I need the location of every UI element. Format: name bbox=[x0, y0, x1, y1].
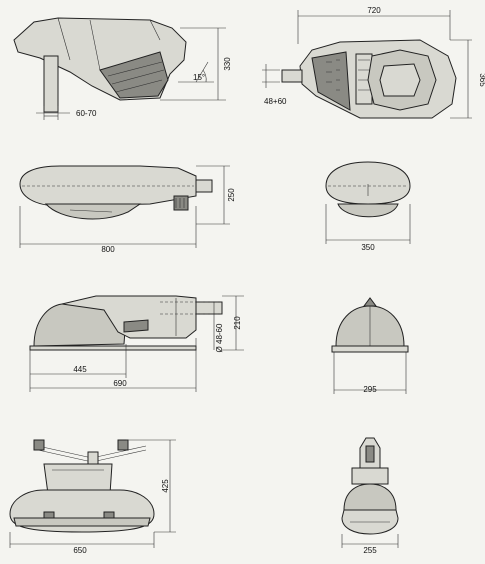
drawing-side-view bbox=[19, 165, 230, 248]
dim-bottom-front-height: 425 bbox=[161, 479, 170, 493]
drawing-front-view bbox=[9, 439, 176, 548]
dim-top-side-arm: 60-70 bbox=[76, 109, 97, 118]
dim-mid-side-height: 250 bbox=[227, 188, 236, 202]
dim-mid-side-length: 800 bbox=[101, 245, 115, 254]
drawing-side-view-tube bbox=[29, 295, 244, 392]
dim-top-plan-arm: 48+60 bbox=[264, 97, 287, 106]
dim-third-side-bore: Ø 48-60 bbox=[215, 323, 224, 352]
dim-third-end-width: 295 bbox=[363, 385, 377, 394]
drawing-end-view bbox=[325, 161, 411, 244]
dim-mid-end-width: 350 bbox=[361, 243, 375, 252]
dim-third-side-height: 210 bbox=[233, 316, 242, 330]
dim-bottom-side-width: 255 bbox=[363, 546, 377, 555]
dim-top-side-height: 330 bbox=[223, 57, 232, 71]
drawing-side-tilted bbox=[13, 17, 226, 120]
dim-top-side-angle: 15° bbox=[193, 73, 205, 82]
drawing-end-view-dome bbox=[331, 297, 409, 394]
dim-bottom-front-width: 650 bbox=[73, 546, 87, 555]
dim-top-plan-depth: 365 bbox=[478, 73, 485, 87]
drawing-plan-view bbox=[262, 10, 472, 119]
dim-third-side-inner: 445 bbox=[73, 365, 87, 374]
dim-third-side-length: 690 bbox=[113, 379, 127, 388]
dim-top-plan-width: 720 bbox=[367, 6, 381, 15]
drawing-narrow-side-view bbox=[341, 437, 399, 548]
